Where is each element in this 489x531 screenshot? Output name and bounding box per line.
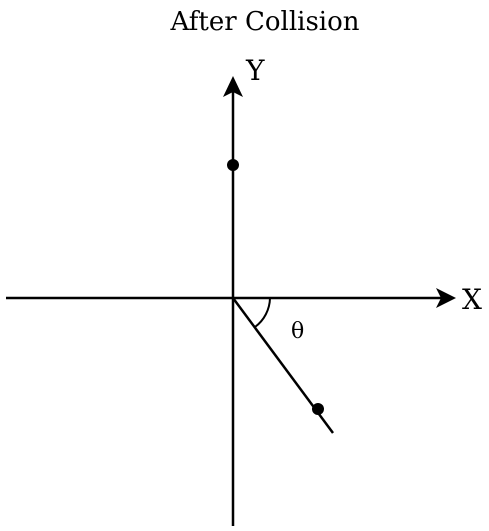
x-axis-arrowhead <box>436 288 456 308</box>
diagram-title: After Collision <box>169 7 359 37</box>
particle-on-y-axis <box>227 159 239 171</box>
particle-on-trajectory <box>312 403 324 415</box>
angle-arc <box>254 297 271 328</box>
angle-label: θ <box>291 319 304 344</box>
x-axis-label: X <box>462 283 482 316</box>
y-axis-arrowhead <box>223 76 243 97</box>
y-axis-label: Y <box>245 54 265 87</box>
